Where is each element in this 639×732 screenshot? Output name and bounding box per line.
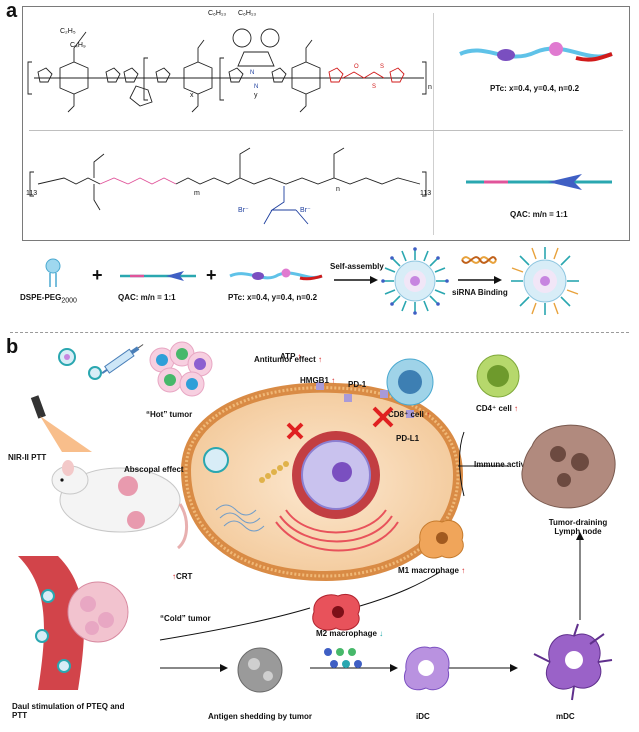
cold-tumor-label: “Cold” tumor <box>160 614 211 623</box>
qac-end-left: 113 <box>26 190 38 197</box>
ptc-structure: O S S N N <box>27 28 427 113</box>
arrow-sirna-binding <box>458 276 502 284</box>
plus-2: + <box>206 265 217 285</box>
svg-text:N: N <box>254 84 258 90</box>
m2-macrophage-icon <box>312 594 360 631</box>
m2-label: M2 macrophage ↓ <box>316 629 384 638</box>
ptc-n: n <box>428 84 432 91</box>
ptc-sub-1: C₂H₅ <box>60 28 76 35</box>
syringe-icon <box>101 344 144 375</box>
lymph-node-icon <box>521 424 616 509</box>
panel-a-letter: a <box>6 0 18 22</box>
svg-text:S: S <box>372 84 376 90</box>
ptc-mini-icon <box>229 268 323 281</box>
dual-label: Daul stimulation of PTEQ and PTT <box>12 702 125 720</box>
column-divider <box>433 13 434 235</box>
qac-mini-label: QAC: m/n = 1:1 <box>118 293 176 302</box>
structures-box <box>22 6 630 241</box>
crt-label: ↑CRT <box>172 572 193 581</box>
svg-text:N: N <box>250 70 254 76</box>
ptc-mini-label: PTc: x=0.4, y=0.4, n=0.2 <box>228 293 318 302</box>
ptc-sub-2: C₄H₉ <box>70 42 86 49</box>
floating-nanoparticle-icon <box>58 348 76 366</box>
svg-text:S: S <box>380 64 384 70</box>
qac-structure <box>29 147 427 225</box>
cd4-label: CD4⁺ cell ↑ <box>476 404 519 413</box>
hot-tumor-icon <box>149 341 213 397</box>
mdc-icon <box>533 623 613 701</box>
floating-nanoparticle-icon-2 <box>88 366 102 380</box>
antitumor-label: Antitumor effect ↑ <box>254 355 323 364</box>
idc-label: iDC <box>416 712 430 721</box>
sirna-icon <box>461 256 497 264</box>
plus-1: + <box>92 265 103 285</box>
ptc-sub-3: C₆H₁₃ <box>208 10 227 17</box>
row-divider <box>29 130 623 131</box>
sirna-binding-label: siRNA Binding <box>452 288 508 297</box>
mouse-icon <box>51 460 188 550</box>
hot-tumor-label: “Hot” tumor <box>146 410 193 419</box>
immune-arrow <box>458 431 508 497</box>
atp-label: ATP ↑ <box>280 352 302 361</box>
qac-n: n <box>336 186 340 193</box>
laser-icon <box>30 395 92 452</box>
qac-cartoon <box>466 174 612 190</box>
m1-macrophage-icon <box>418 520 464 559</box>
arrow-self-assembly <box>334 276 378 284</box>
tumor-cell-illustration <box>180 382 464 582</box>
checkpoint-block-icon <box>372 406 394 428</box>
hmgb1-label: HMGB1 ↑ <box>300 376 336 385</box>
qac-m: m <box>194 190 200 197</box>
abscopal-label: Abscopal effect <box>124 465 184 474</box>
panel-separator <box>10 332 629 333</box>
antigen-label: Antigen shedding by tumor <box>208 712 312 721</box>
ptc-x: x <box>190 92 194 99</box>
pdl1-label: PD-L1 <box>396 434 420 443</box>
antigen-shedding-icon <box>237 647 283 693</box>
qac-br-left: Br⁻ <box>238 207 249 214</box>
cd8-cell-icon <box>386 358 434 406</box>
pd1-label: PD-1 <box>348 380 367 389</box>
cd4-cell-icon <box>476 354 520 398</box>
qac-caption: QAC: m/n = 1:1 <box>510 210 568 219</box>
idc-icon <box>404 646 450 691</box>
flow-arrows <box>159 532 584 672</box>
lymph-label: Tumor-draining Lymph node <box>548 518 608 536</box>
immune-label: Immune activation <box>474 460 545 469</box>
ptc-sub-4: C₆H₁₃ <box>238 10 257 17</box>
ptc-y: y <box>254 92 258 99</box>
qac-br-right: Br⁻ <box>300 207 311 214</box>
qac-mini-icon <box>120 271 196 281</box>
nir-label: NIR-II PTT <box>8 453 47 462</box>
dspe-label: DSPE-PEG2000 <box>20 293 77 305</box>
nanoparticle-icon <box>381 247 449 315</box>
qac-end-right: 113 <box>420 190 432 197</box>
ptc-caption: PTc: x=0.4, y=0.4, n=0.2 <box>490 84 580 93</box>
nanoparticle-sirna-icon <box>511 247 579 315</box>
self-assembly-label: Self-assembly <box>330 262 384 271</box>
cd8-label: CD8⁺ cell ↑ <box>388 410 431 419</box>
mdc-label: mDC <box>556 712 575 721</box>
cold-tumor-vessel-icon <box>18 556 129 690</box>
m1-label: M1 macrophage ↑ <box>398 566 466 575</box>
antigen-dots-icon <box>324 648 362 668</box>
svg-text:O: O <box>354 64 359 70</box>
panel-b-letter: b <box>6 336 19 358</box>
dspe-lipid-icon <box>45 258 61 287</box>
ptc-cartoon <box>459 42 613 62</box>
